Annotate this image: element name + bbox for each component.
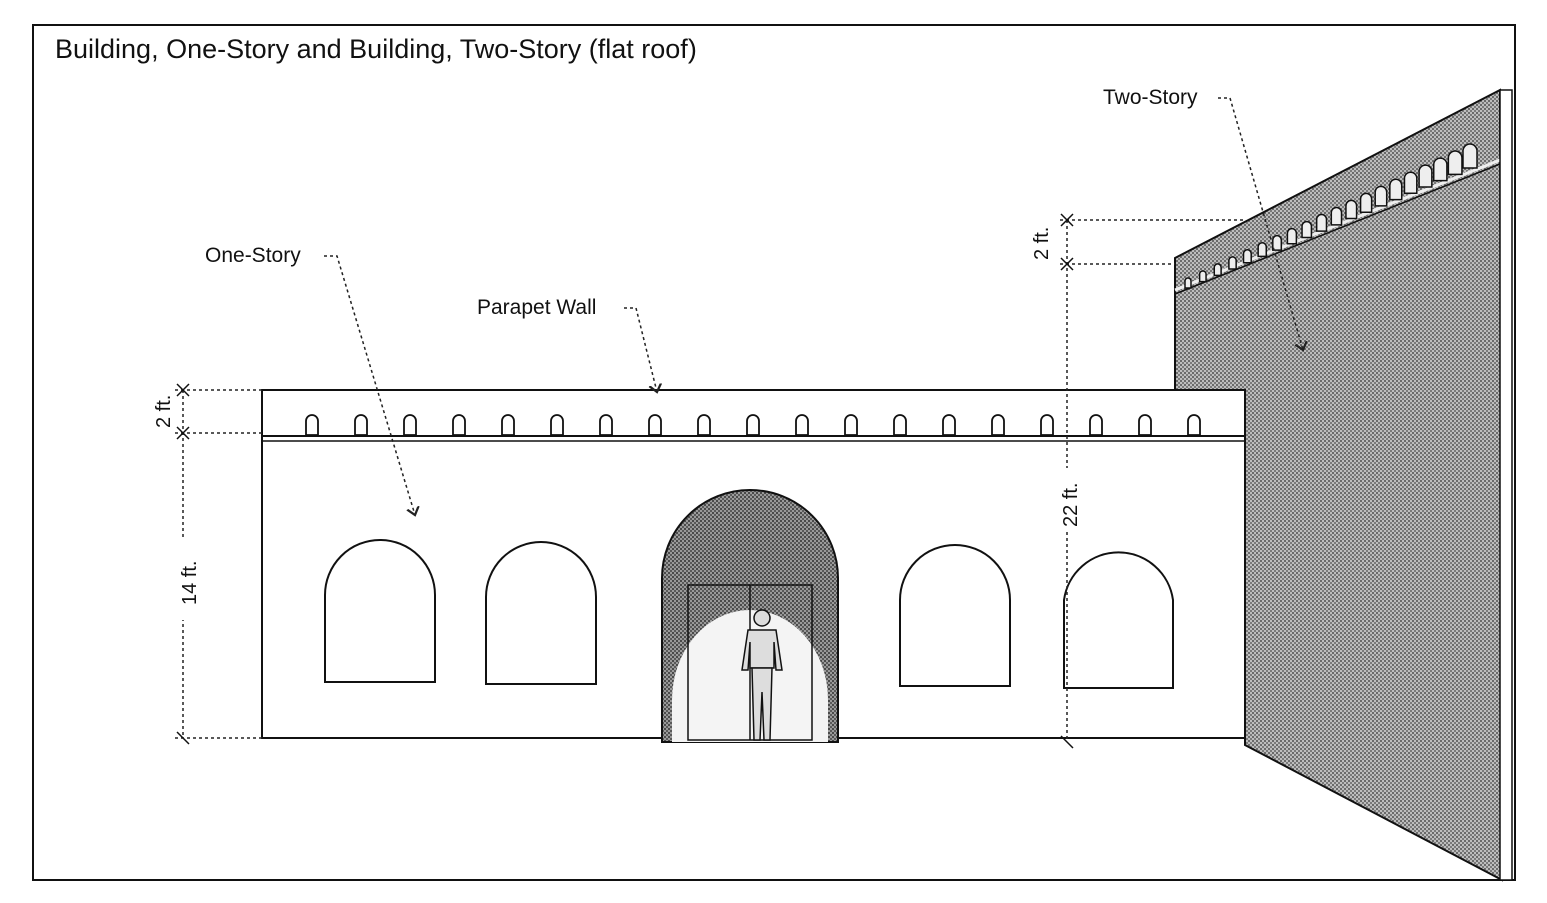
two-story-parapet-openings — [1184, 143, 1478, 289]
dimension-label: 2 ft. — [153, 395, 175, 428]
parapet-opening — [599, 414, 613, 436]
parapet-opening — [991, 414, 1005, 436]
parapet-opening — [1315, 213, 1328, 232]
parapet-opening — [1198, 270, 1207, 283]
arched-entrance — [661, 489, 839, 743]
parapet-opening — [1040, 414, 1054, 436]
parapet-opening — [1089, 414, 1103, 436]
parapet-opening — [1257, 242, 1268, 258]
parapet-opening — [550, 414, 564, 436]
callout-parapet-wall: Parapet Wall — [477, 296, 657, 392]
parapet-opening — [1462, 143, 1478, 169]
parapet-opening — [844, 414, 858, 436]
parapet-opening — [1138, 414, 1152, 436]
two-story-building — [1174, 88, 1513, 882]
person-figure — [741, 609, 783, 741]
parapet-opening — [1345, 199, 1358, 220]
parapet-opening — [452, 414, 466, 436]
parapet-opening — [795, 414, 809, 436]
figure-title: Building, One-Story and Building, Two-St… — [55, 34, 697, 64]
dimension-two-story: 2 ft. 22 ft. — [1031, 213, 1245, 749]
parapet-opening — [1242, 249, 1252, 264]
parapet-opening — [1272, 234, 1283, 251]
parapet-opening — [1228, 256, 1237, 270]
dimension-one-story: 2 ft. 14 ft. — [153, 383, 262, 745]
arched-window — [899, 544, 1011, 687]
parapet-opening — [1286, 227, 1298, 245]
arched-window — [324, 539, 436, 683]
parapet-opening — [942, 414, 956, 436]
parapet-opening — [1374, 185, 1388, 207]
parapet-opening — [746, 414, 760, 436]
label-parapet-wall: Parapet Wall — [477, 296, 596, 319]
parapet-opening — [648, 414, 662, 436]
arched-window — [1063, 551, 1174, 689]
label-two-story: Two-Story — [1103, 86, 1198, 109]
parapet-opening — [403, 414, 417, 436]
parapet-openings — [305, 414, 1201, 436]
parapet-opening — [305, 414, 319, 436]
one-story-building — [261, 389, 1246, 743]
parapet-opening — [1184, 277, 1192, 289]
dimension-label: 2 ft. — [1031, 227, 1053, 260]
parapet-opening — [1330, 206, 1343, 226]
parapet-opening — [1213, 263, 1222, 277]
parapet-opening — [1359, 192, 1373, 213]
parapet-opening — [1418, 164, 1433, 188]
arched-window — [485, 541, 597, 685]
parapet-opening — [1447, 150, 1463, 176]
parapet-opening — [1301, 220, 1313, 239]
parapet-opening — [1187, 414, 1201, 436]
parapet-opening — [1403, 171, 1418, 195]
parapet-opening — [1432, 157, 1448, 182]
dimension-label: 22 ft. — [1060, 483, 1082, 527]
label-one-story: One-Story — [205, 244, 301, 267]
parapet-opening — [354, 414, 368, 436]
callout-one-story: One-Story — [205, 244, 415, 515]
parapet-opening — [893, 414, 907, 436]
dimension-label: 14 ft. — [179, 561, 201, 605]
parapet-opening — [501, 414, 515, 436]
callout-two-story: Two-Story — [1103, 86, 1303, 350]
parapet-opening — [697, 414, 711, 436]
parapet-opening — [1389, 178, 1403, 201]
